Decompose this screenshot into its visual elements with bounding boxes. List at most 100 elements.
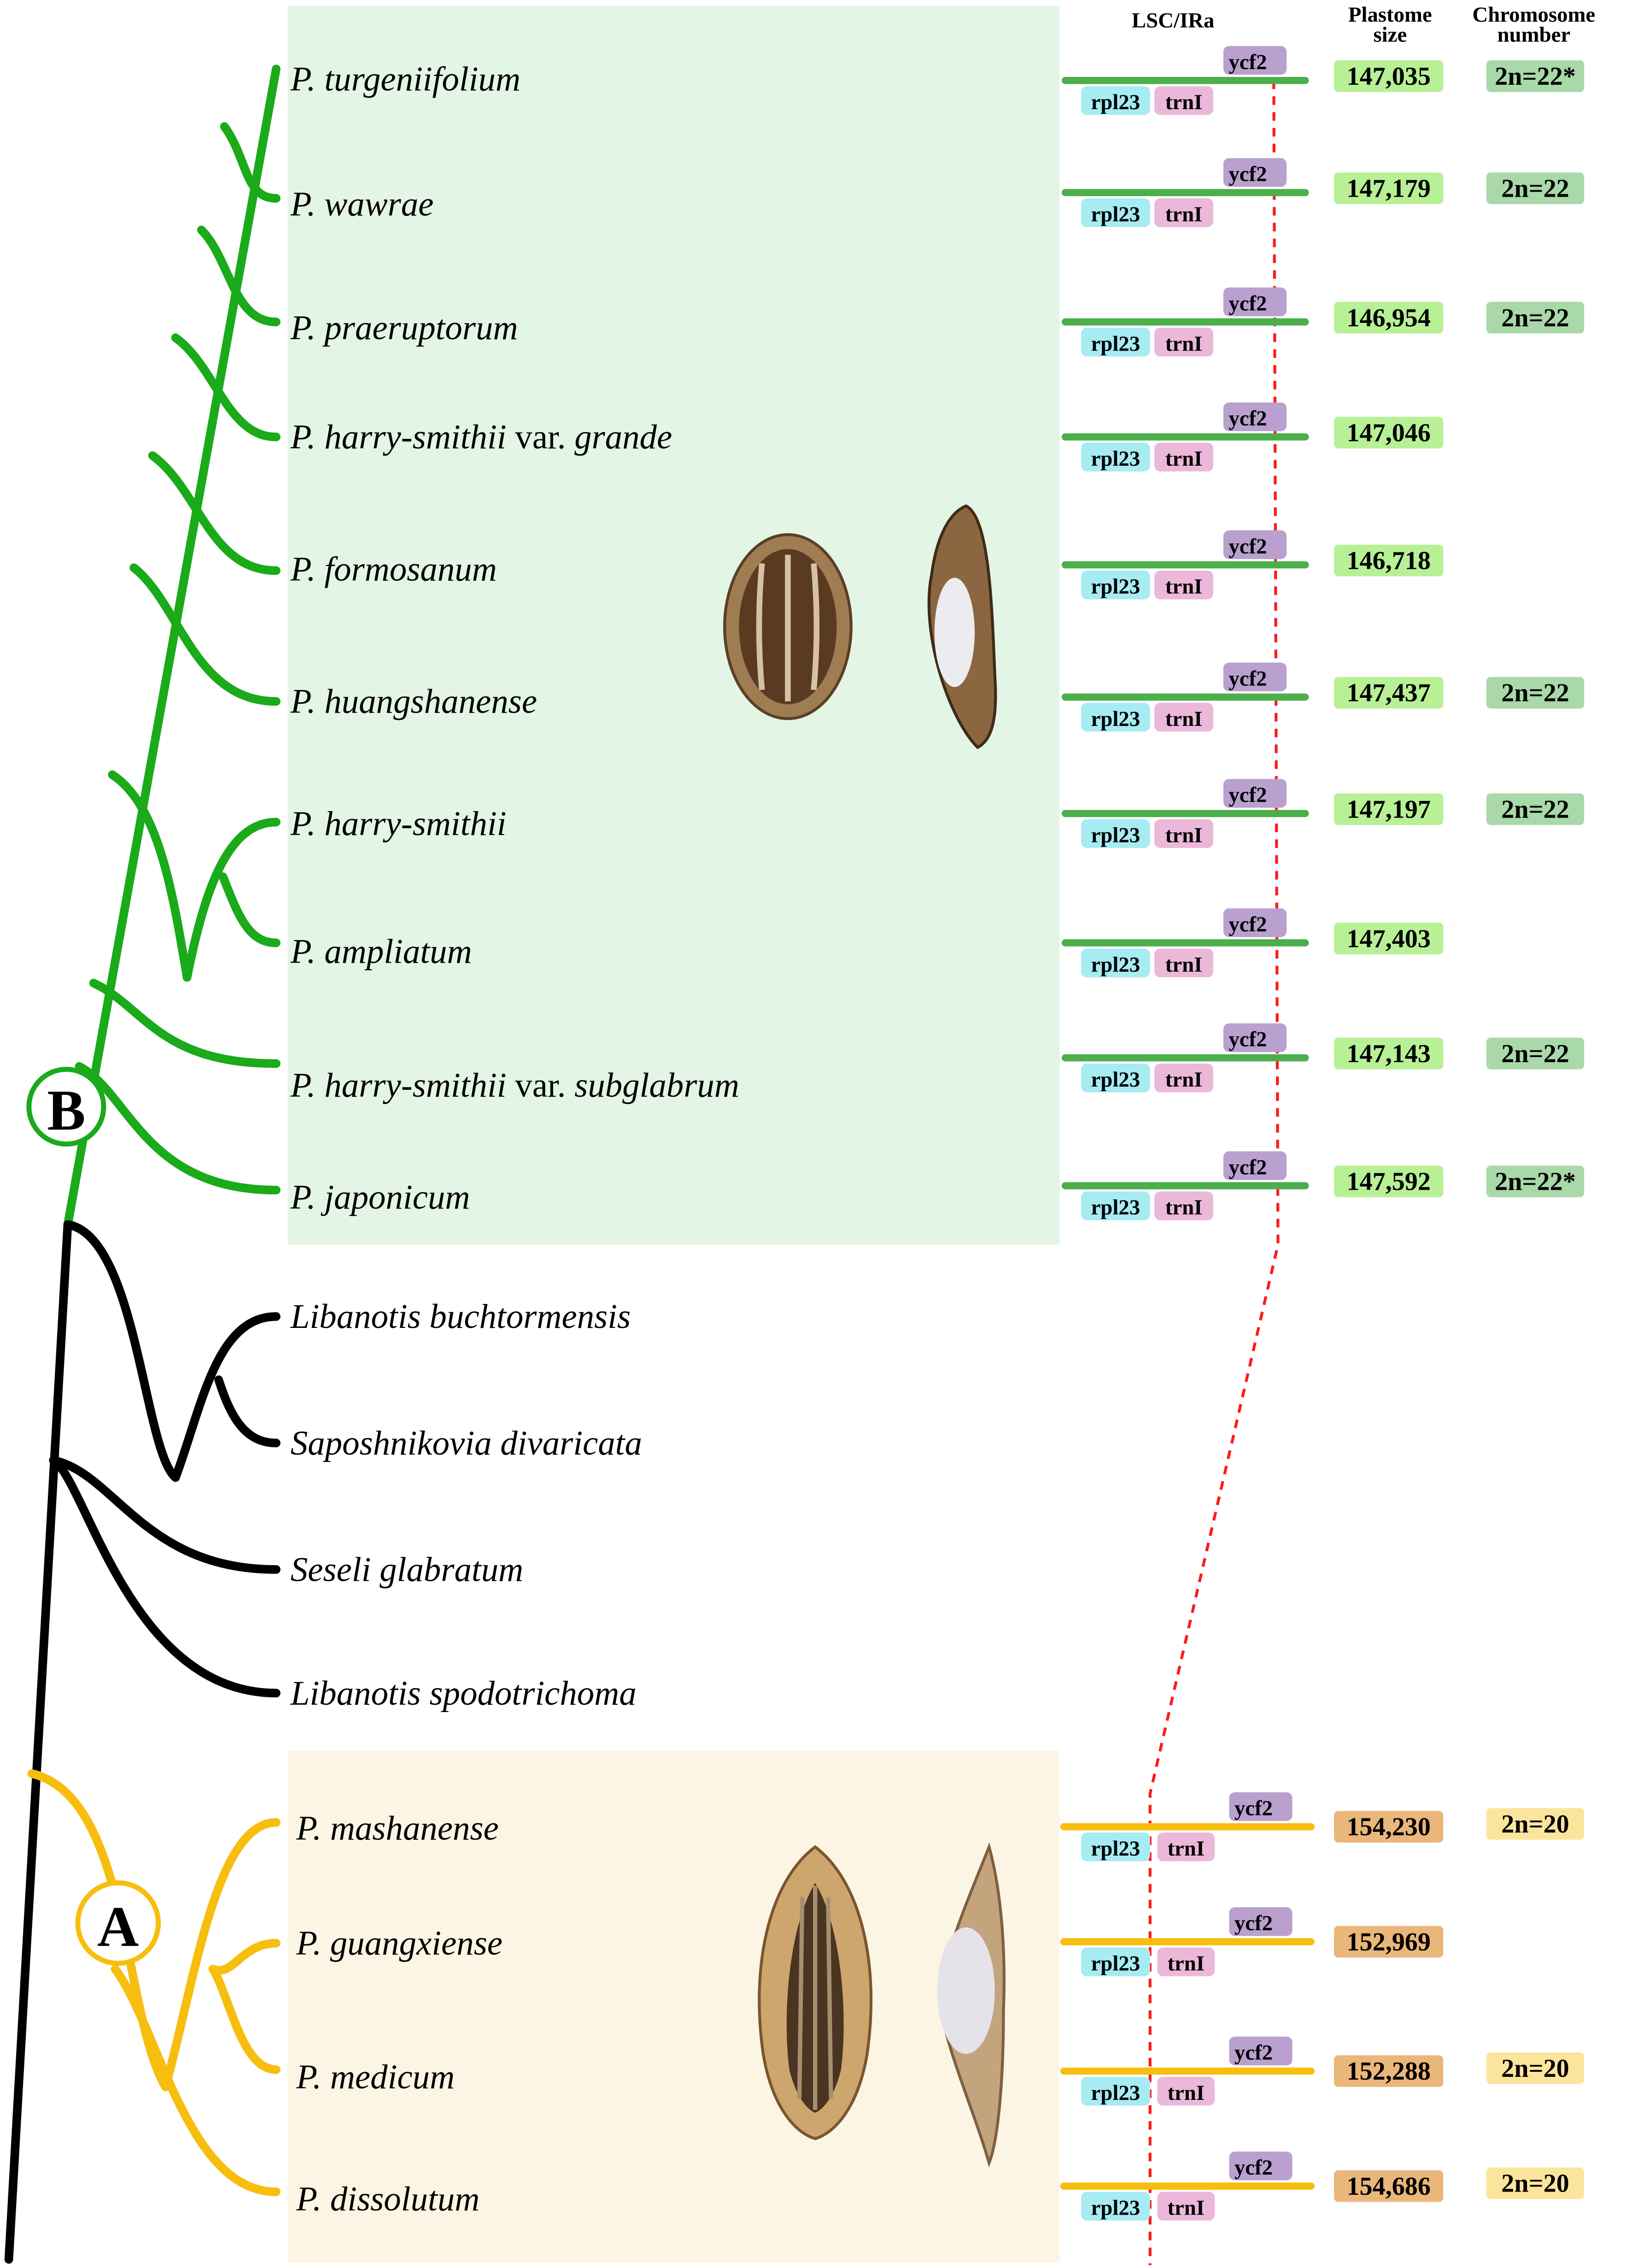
rpl23-gene-label: rpl23 xyxy=(1091,447,1141,471)
rpl23-gene-label: rpl23 xyxy=(1091,575,1141,599)
taxon-name-part: P. harry-smithii xyxy=(290,1066,507,1105)
plastome-size-badge xyxy=(1334,1037,1444,1070)
taxon-name-part: Seseli glabratum xyxy=(291,1550,523,1589)
ycf2-gene-label: ycf2 xyxy=(1234,1911,1273,1935)
clade-a-marker: A xyxy=(75,1880,161,1966)
rpl23-gene-label: rpl23 xyxy=(1091,1068,1141,1092)
trnI-gene-box xyxy=(1154,86,1214,115)
rpl23-gene-label: rpl23 xyxy=(1091,90,1141,114)
taxon-row: P. harry-smithii var. subglabrumycf2rpl2… xyxy=(290,1023,1585,1105)
trnI-gene-box xyxy=(1157,2076,1215,2106)
rpl23-gene-box xyxy=(1081,86,1150,115)
trnI-gene-box xyxy=(1154,198,1214,228)
taxon-name: P. guangxiense xyxy=(296,1924,503,1963)
taxon-name-part: P. japonicum xyxy=(290,1178,470,1216)
plastome-size-value: 147,179 xyxy=(1346,174,1431,203)
plastome-size-badge xyxy=(1334,302,1444,333)
taxon-name-part: P. dissolutum xyxy=(296,2180,480,2218)
taxon-name: P. praeruptorum xyxy=(290,309,518,347)
taxon-name-part: P. wawrae xyxy=(290,185,434,223)
branch-huangshanense xyxy=(129,563,281,706)
taxon-name: Libanotis spodotrichoma xyxy=(290,1674,637,1713)
plastome-size-badge xyxy=(1334,1165,1444,1198)
branch-grande xyxy=(171,333,281,441)
rpl23-gene-label: rpl23 xyxy=(1091,1952,1141,1976)
ycf2-gene-box xyxy=(1223,46,1287,75)
chromosome-badge xyxy=(1486,302,1585,333)
clade-b-label: B xyxy=(47,1079,85,1142)
trnI-gene-label: trnI xyxy=(1165,1196,1203,1220)
taxon-name-part: Libanotis buchtormensis xyxy=(290,1298,631,1336)
rpl23-gene-box xyxy=(1081,443,1150,472)
ycf2-gene-box xyxy=(1229,1792,1293,1821)
header-plastome-size-line1: Plastome xyxy=(1348,3,1432,27)
branch-spodotrichoma xyxy=(49,1455,281,1698)
phylogenetic-tree xyxy=(4,64,281,2264)
trnI-gene-label: trnI xyxy=(1165,707,1203,731)
plastome-size-badge xyxy=(1334,1926,1444,1958)
taxon-name-part: Saposhnikovia divaricata xyxy=(291,1424,642,1462)
chromosome-badge xyxy=(1486,2167,1585,2199)
fruit-dorsal-clade-a xyxy=(758,1845,873,2140)
rpl23-gene-box xyxy=(1081,702,1150,732)
trnI-gene-label: trnI xyxy=(1167,2081,1205,2105)
plastome-size-badge xyxy=(1334,60,1444,92)
branch-guangxiense xyxy=(208,1939,281,1975)
ycf2-gene-label: ycf2 xyxy=(1234,2156,1273,2180)
plastome-size-badge xyxy=(1334,416,1444,449)
trnI-gene-box xyxy=(1157,1947,1215,1976)
trnI-gene-box xyxy=(1154,443,1214,472)
plastome-size-badge xyxy=(1334,923,1444,954)
taxon-name: P. japonicum xyxy=(290,1178,470,1216)
taxon-name-part: subglabrum xyxy=(574,1066,739,1105)
trnI-gene-box xyxy=(1154,570,1214,600)
trnI-gene-box xyxy=(1157,1832,1215,1861)
trnI-gene-label: trnI xyxy=(1165,332,1203,356)
taxon-name: P. mashanense xyxy=(296,1809,499,1847)
branch-dissolutum xyxy=(111,1964,281,2196)
rpl23-gene-label: rpl23 xyxy=(1091,2081,1141,2105)
rpl23-gene-box xyxy=(1081,198,1150,228)
branch-buchtormensis xyxy=(171,1312,281,1482)
ycf2-gene-box xyxy=(1223,779,1287,808)
chromosome-badge xyxy=(1486,1037,1585,1070)
branch-seseli xyxy=(49,1455,281,1574)
plastome-size-value: 147,437 xyxy=(1346,679,1431,707)
plastome-size-value: 147,403 xyxy=(1346,924,1431,953)
fruit-cross-section-clade-a xyxy=(937,1842,1006,2168)
ycf2-gene-box xyxy=(1223,662,1287,691)
clade-a-panel xyxy=(287,1750,1060,2262)
taxon-name: P. harry-smithii var. grande xyxy=(290,418,672,456)
branch-praeruptorum xyxy=(197,225,281,327)
clade-b-marker: B xyxy=(26,1067,106,1147)
taxon-name: Saposhnikovia divaricata xyxy=(291,1424,642,1462)
chromosome-value: 2n=22 xyxy=(1501,679,1569,707)
chromosome-value: 2n=22 xyxy=(1501,1040,1569,1068)
rpl23-gene-label: rpl23 xyxy=(1091,332,1141,356)
fruit-cross-section-clade-b xyxy=(927,504,997,749)
taxon-name: Libanotis buchtormensis xyxy=(290,1298,631,1336)
taxon-row: Libanotis buchtormensis xyxy=(290,1298,631,1336)
taxon-name-part: P. harry-smithii xyxy=(290,805,507,843)
ycf2-gene-label: ycf2 xyxy=(1228,50,1267,74)
ycf2-gene-label: ycf2 xyxy=(1228,783,1267,807)
header-lsc-ira: LSC/IRa xyxy=(1132,8,1214,32)
trnI-gene-label: trnI xyxy=(1167,2196,1205,2220)
taxon-name: P. harry-smithii var. subglabrum xyxy=(290,1066,739,1105)
rpl23-gene-box xyxy=(1081,1947,1150,1976)
chromosome-badge xyxy=(1486,793,1585,825)
taxon-name: P. ampliatum xyxy=(290,933,472,971)
rpl23-gene-box xyxy=(1081,327,1150,357)
plastome-size-value: 147,035 xyxy=(1346,62,1431,91)
taxon-name-part: P. guangxiense xyxy=(296,1924,503,1963)
rpl23-gene-box xyxy=(1081,819,1150,848)
rpl23-gene-label: rpl23 xyxy=(1091,1196,1141,1220)
plastome-size-value: 146,954 xyxy=(1346,304,1431,332)
